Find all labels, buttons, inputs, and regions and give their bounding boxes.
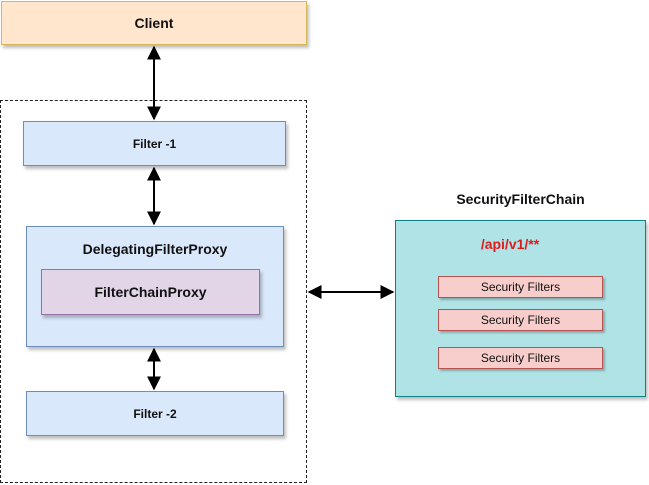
path-pattern-label: /api/v1/** [480,236,540,252]
security-filter-chain-title: SecurityFilterChain [456,191,585,207]
client-node: Client [1,1,307,45]
security-filter-label: Security Filters [480,313,561,327]
security-filter-node: Security Filters [438,276,603,298]
filter-1-node: Filter -1 [23,121,286,166]
filter-chain-proxy-node: FilterChainProxy [41,269,260,315]
filter-2-label: Filter -2 [133,406,177,421]
security-filter-node: Security Filters [438,347,603,369]
client-label: Client [134,15,174,31]
delegating-filter-proxy-label: DelegatingFilterProxy [82,241,228,257]
filter-2-node: Filter -2 [26,391,284,436]
filter-chain-proxy-label: FilterChainProxy [94,284,207,300]
security-filter-node: Security Filters [438,309,603,331]
security-filter-label: Security Filters [480,280,561,294]
filter-1-label: Filter -1 [132,136,177,151]
security-filter-label: Security Filters [480,351,561,365]
